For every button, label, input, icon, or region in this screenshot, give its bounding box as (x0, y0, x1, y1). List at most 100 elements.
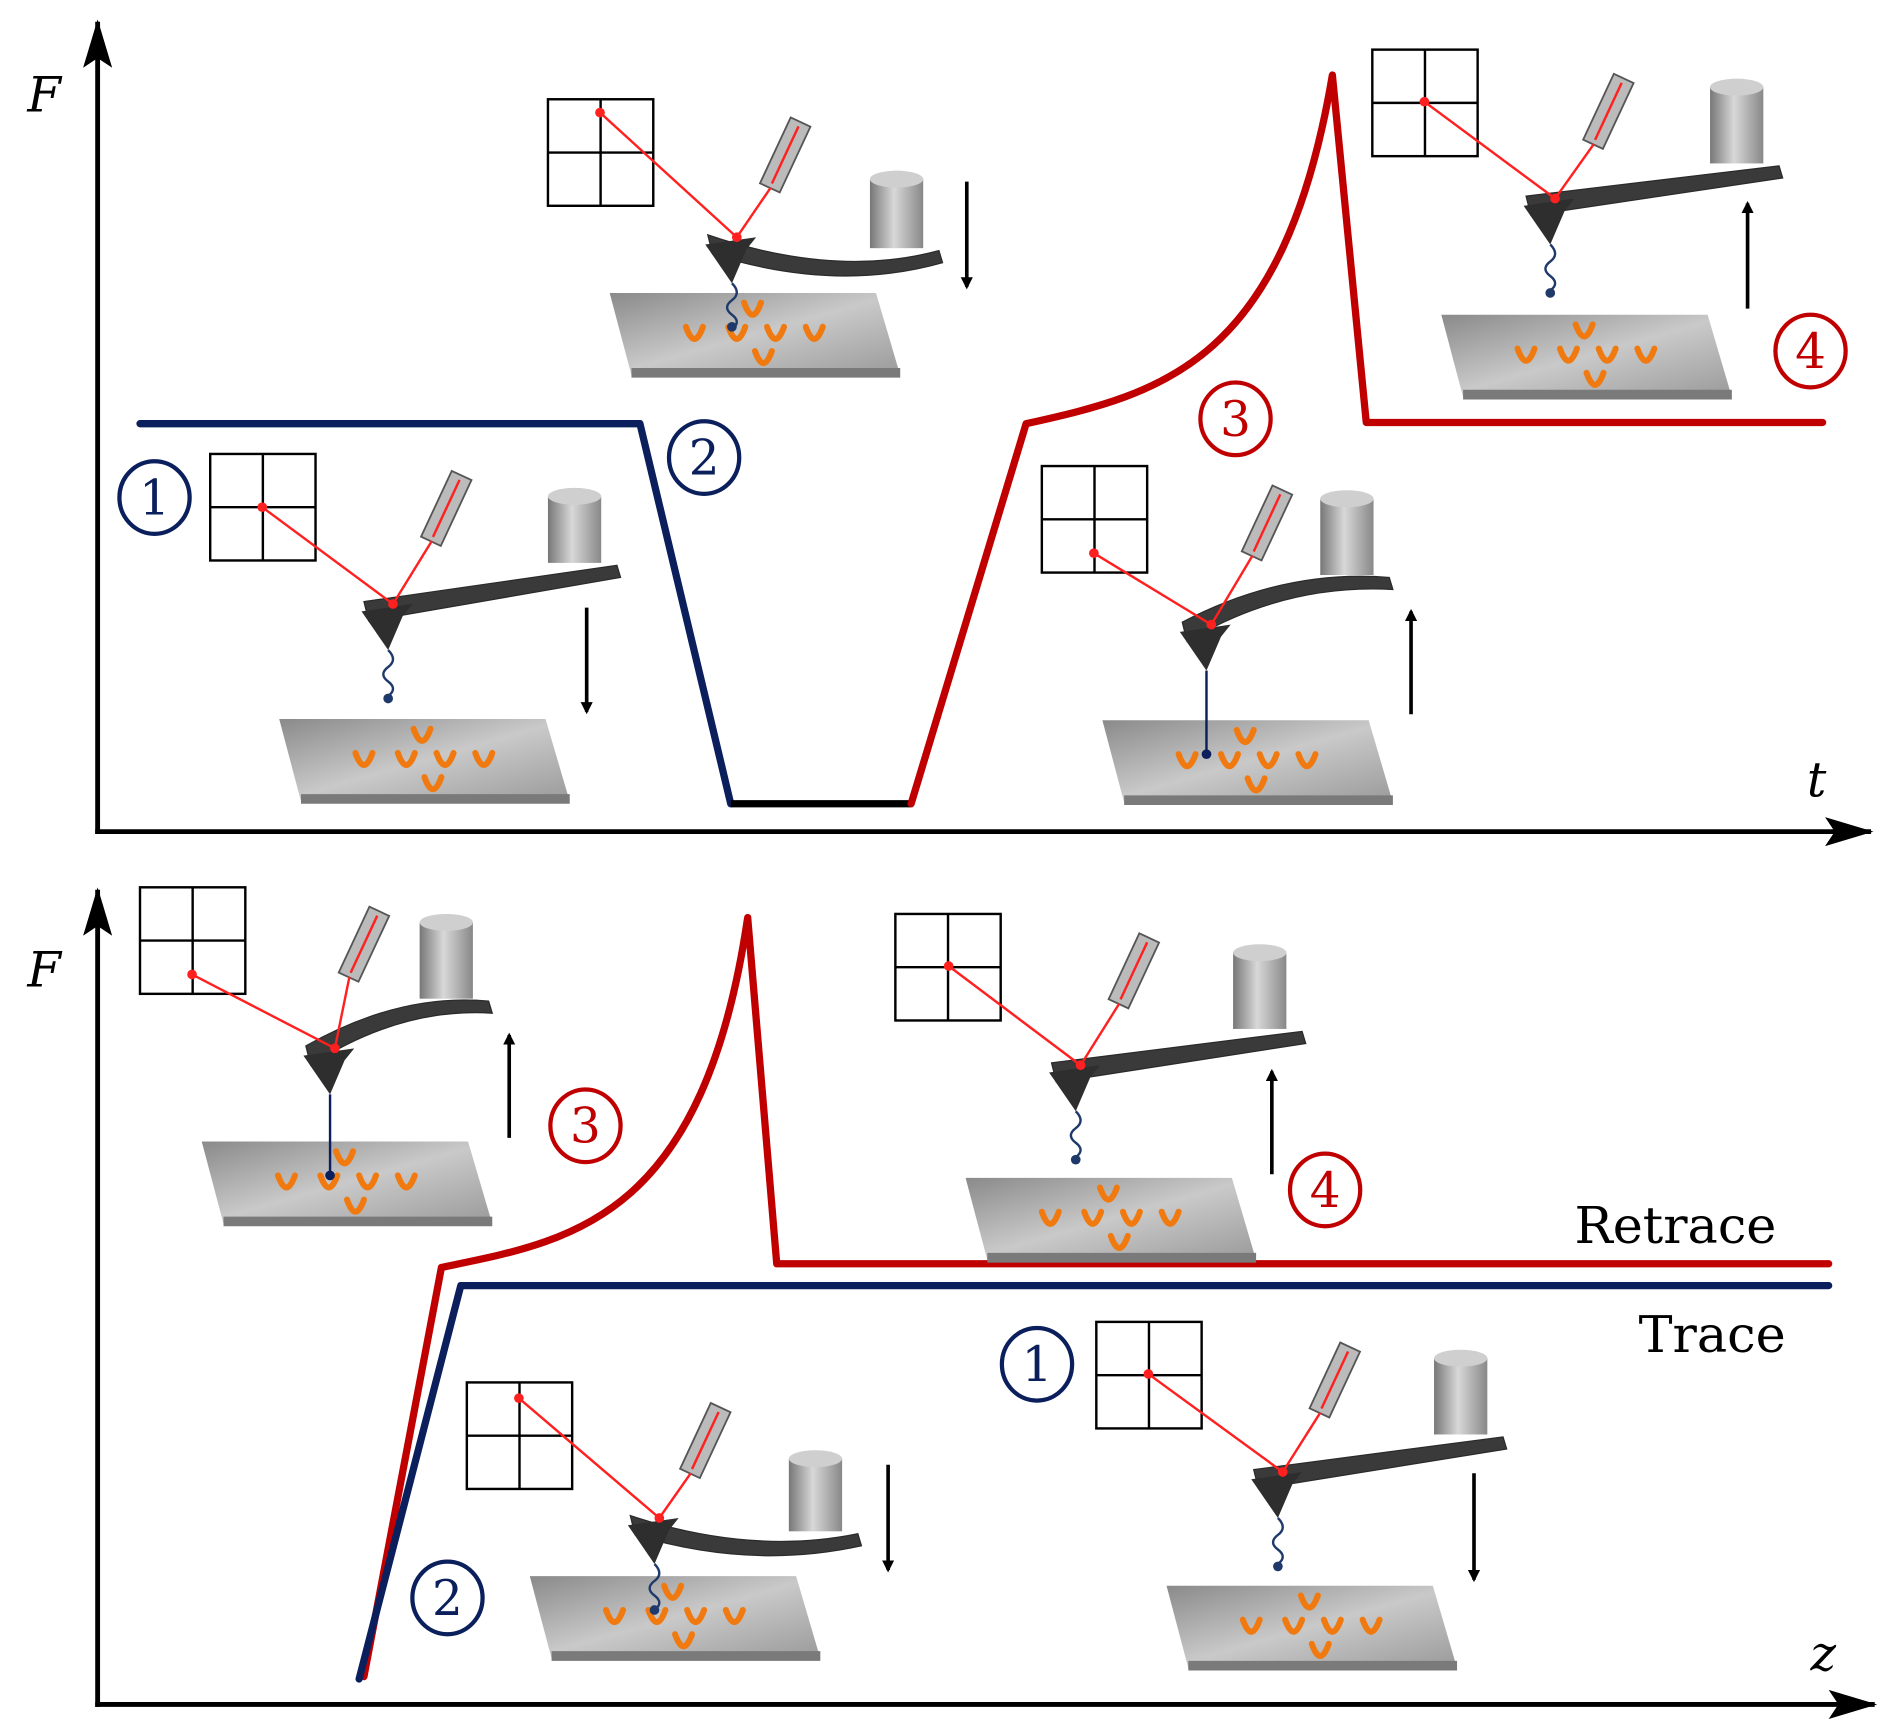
laser-spot-detector (187, 969, 197, 980)
afm-inset (209, 452, 622, 804)
laser-spot-detector (1089, 548, 1099, 559)
bottom-trace-curve (355, 1281, 1833, 1683)
molecule-icon (1308, 1640, 1332, 1660)
molecule-icon (1282, 1616, 1306, 1635)
laser-spot-detector (943, 961, 954, 971)
substrate-edge (301, 794, 570, 804)
laser-spot-cantilever (1550, 193, 1560, 204)
tether-end (383, 693, 393, 704)
afm-tip (705, 237, 757, 284)
molecule-icon (1595, 345, 1619, 364)
tether-end (1070, 1154, 1081, 1165)
step-marker-circle (1287, 1151, 1363, 1229)
afm-tip (1049, 1065, 1100, 1112)
molecule-icon (1096, 1184, 1120, 1203)
laser-reflected-beam (191, 973, 336, 1050)
afm-inset (138, 886, 516, 1227)
laser-beam-inner (1119, 941, 1149, 1000)
step-marker-circle (117, 459, 192, 536)
molecule-icon (433, 749, 457, 769)
top-retrace-curve (907, 71, 1827, 808)
bottom-y-axis-label: F (26, 943, 62, 999)
molecule-icon (472, 749, 496, 769)
tether-end (649, 1605, 660, 1615)
piezo-cylinder-top (419, 913, 473, 931)
piezo-cylinder (419, 922, 473, 999)
molecule-icon (317, 1172, 341, 1191)
laser-incident-beam (391, 540, 433, 605)
laser-incident-beam (1210, 555, 1254, 626)
tether-end (727, 322, 737, 332)
afm-tip (1251, 1472, 1303, 1518)
step-marker-circle (999, 1325, 1075, 1403)
afm-inset (1095, 1320, 1508, 1671)
laser-beam-inner (1252, 493, 1282, 552)
laser-beam-inner (770, 125, 800, 184)
substrate (609, 292, 901, 376)
step-marker-number: 4 (1795, 324, 1826, 380)
step-marker-number: 3 (1220, 392, 1251, 448)
laser-reflected-beam (947, 965, 1082, 1067)
step-marker-circle (666, 419, 742, 497)
retrace-label: Retrace (1574, 1196, 1776, 1255)
molecule-icon (645, 1606, 669, 1626)
afm-inset (1040, 464, 1418, 805)
step-marker-number: 3 (570, 1099, 601, 1155)
afm-tip (1179, 624, 1231, 671)
molecule-tether (725, 282, 738, 332)
molecule-tether (382, 649, 395, 699)
molecule-icon (1119, 1208, 1143, 1227)
piezo-cylinder-top (869, 170, 924, 188)
cantilever (629, 1514, 863, 1557)
laser-spot-cantilever (654, 1513, 665, 1523)
step-marker-number: 1 (139, 470, 170, 526)
step-marker-circle (1773, 312, 1848, 390)
substrate (279, 719, 570, 802)
laser-spot-cantilever (1206, 619, 1217, 630)
tether-end (1273, 1561, 1283, 1572)
top-x-axis-label: t (1807, 753, 1827, 809)
afm-inset (465, 1381, 895, 1661)
piezo-cylinder-top (547, 487, 602, 505)
laser-spot-detector (514, 1393, 524, 1403)
molecule-icon (1244, 775, 1268, 794)
substrate-edge (1188, 1660, 1458, 1671)
molecule-icon (394, 1172, 418, 1191)
laser-reflected-beam (1423, 100, 1556, 200)
step-marker-circle (548, 1087, 623, 1165)
laser-incident-beam (1554, 143, 1595, 200)
molecule-icon (1233, 726, 1257, 746)
laser-reflected-beam (1093, 552, 1212, 626)
molecule-icon (672, 1631, 696, 1650)
laser-reflected-beam (599, 111, 738, 239)
piezo-cylinder (547, 496, 602, 563)
substrate-edge (1124, 795, 1393, 805)
molecule-icon (603, 1606, 627, 1626)
piezo-cylinder-top (1233, 944, 1287, 962)
afm-tip (627, 1518, 679, 1564)
molecule-icon (1038, 1208, 1062, 1227)
afm-tip (303, 1048, 355, 1095)
laser-spot-cantilever (1075, 1060, 1086, 1071)
substrate (1166, 1585, 1458, 1669)
substrate-edge (551, 1651, 821, 1661)
piezo-cylinder-top (1320, 490, 1374, 508)
substrate-edge (223, 1216, 493, 1227)
molecule-icon (343, 1196, 367, 1215)
laser-spot-cantilever (388, 599, 398, 609)
molecule-icon (661, 1582, 685, 1601)
laser-beam-inner (1593, 82, 1623, 141)
molecule-icon (410, 725, 434, 744)
laser-beam-inner (690, 1411, 720, 1470)
molecule-icon (1572, 321, 1596, 340)
molecule-icon (421, 774, 445, 793)
molecule-icon (1297, 1592, 1321, 1611)
cantilever (1181, 575, 1394, 643)
laser-beam-inner (1320, 1350, 1350, 1410)
laser-incident-beam (735, 186, 772, 238)
piezo-cylinder (788, 1458, 843, 1532)
afm-inset (546, 98, 973, 378)
laser-spot-detector (595, 107, 605, 118)
